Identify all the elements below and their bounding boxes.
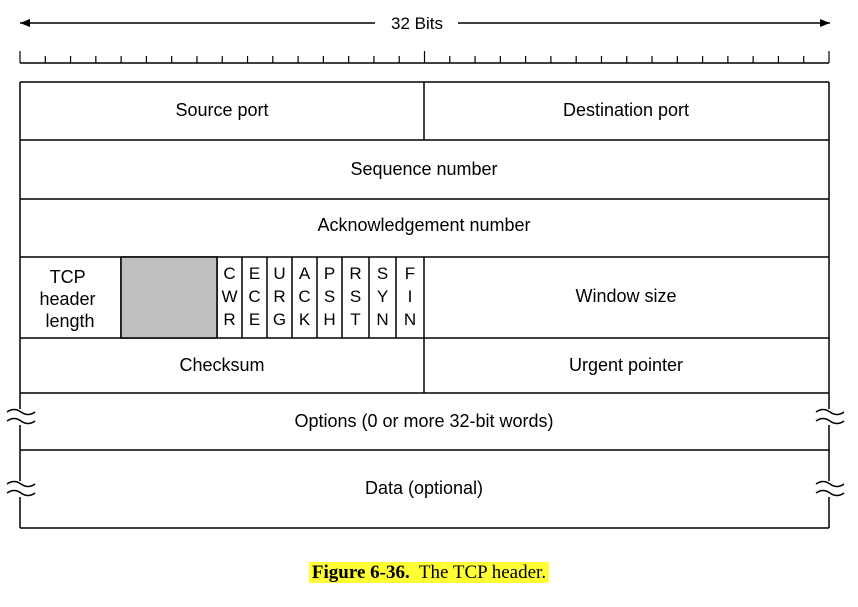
flag-letter: G	[273, 310, 286, 329]
break-mark-options-right	[815, 408, 845, 425]
destination-port-label: Destination port	[563, 100, 689, 120]
flag-letter: E	[249, 264, 260, 283]
caption-text: The TCP header.	[418, 562, 547, 583]
checksum-label: Checksum	[179, 355, 264, 375]
flag-letter: P	[324, 264, 335, 283]
figure-caption: Figure 6-36. The TCP header.	[0, 562, 858, 584]
break-mark-data-left	[6, 480, 36, 497]
acknowledgement-number-label: Acknowledgement number	[317, 215, 530, 235]
data-label: Data (optional)	[365, 478, 483, 498]
source-port-label: Source port	[175, 100, 268, 120]
bits-label: 32 Bits	[391, 14, 443, 33]
flag-letter: N	[376, 310, 388, 329]
caption-figure-number: Figure 6-36.	[311, 562, 410, 583]
sequence-number-label: Sequence number	[350, 159, 497, 179]
break-marks	[6, 408, 845, 497]
bit-ruler	[19, 51, 830, 64]
options-label: Options (0 or more 32-bit words)	[294, 411, 553, 431]
flag-letter: F	[405, 264, 415, 283]
caption-highlight: Figure 6-36. The TCP header.	[308, 562, 550, 583]
flag-letter: R	[223, 310, 235, 329]
flag-letter: S	[377, 264, 388, 283]
flag-letter: C	[298, 287, 310, 306]
flag-letter: E	[249, 310, 260, 329]
flag-letter: I	[408, 287, 413, 306]
flag-letter: S	[324, 287, 335, 306]
flag-letter: T	[350, 310, 360, 329]
reserved-field	[120, 256, 218, 339]
flag-letter: R	[349, 264, 361, 283]
flag-letter: H	[323, 310, 335, 329]
urgent-pointer-label: Urgent pointer	[569, 355, 683, 375]
tcp-header-length-line: length	[45, 311, 94, 331]
tcp-header-length-line: header	[39, 289, 95, 309]
break-mark-data-right	[815, 480, 845, 497]
flag-letter: K	[299, 310, 311, 329]
flag-letter: C	[248, 287, 260, 306]
flag-letter: U	[273, 264, 285, 283]
flag-letter: S	[350, 287, 361, 306]
tcp-header-length-line: TCP	[50, 267, 86, 287]
flag-letter: Y	[377, 287, 388, 306]
flag-letter: N	[404, 310, 416, 329]
flag-letter: A	[299, 264, 311, 283]
window-size-label: Window size	[575, 286, 676, 306]
break-mark-options-left	[6, 408, 36, 425]
flag-letter: R	[273, 287, 285, 306]
tcp-header-diagram: 32 Bits	[6, 14, 845, 529]
tcp-header-length-label: TCP header length	[39, 267, 100, 331]
flag-letter: C	[223, 264, 235, 283]
flag-letter: W	[221, 287, 237, 306]
